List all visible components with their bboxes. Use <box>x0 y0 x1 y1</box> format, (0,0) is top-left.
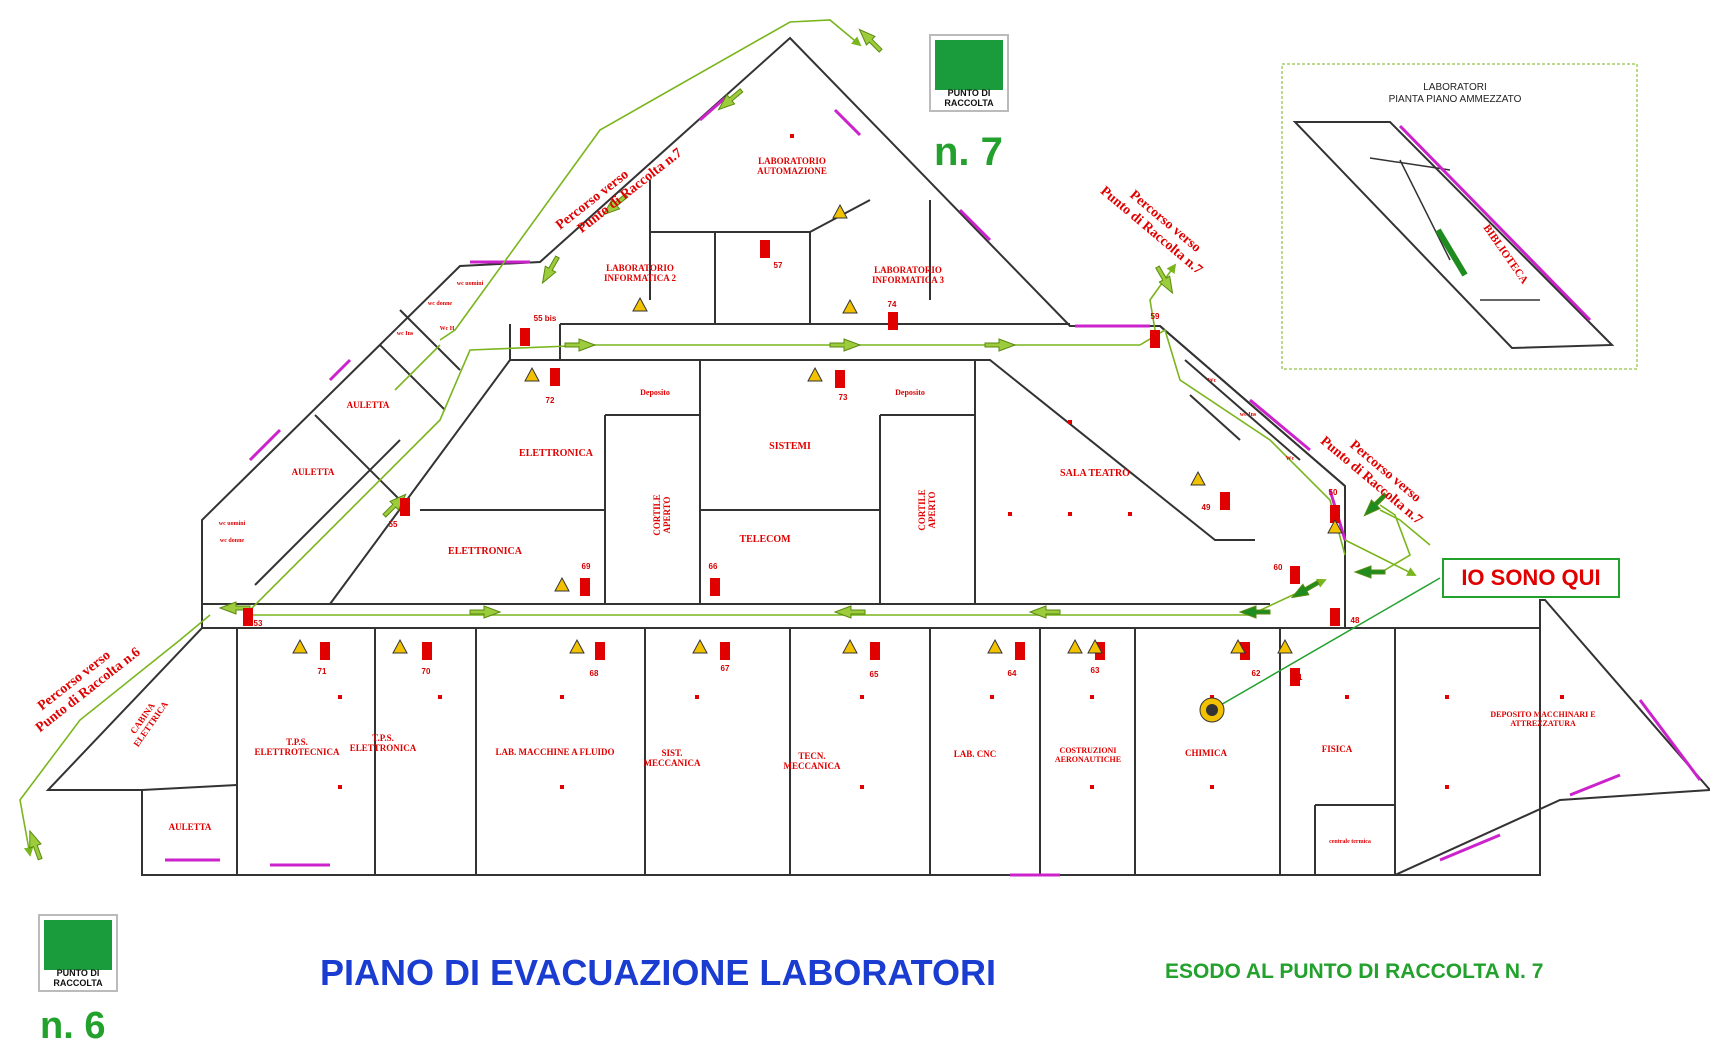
extinguisher-icons <box>243 240 1340 686</box>
extinguisher-number: 68 <box>590 669 599 678</box>
assembly-caption: PUNTO DI RACCOLTA <box>944 88 994 108</box>
room-label: centrale termica <box>1329 839 1371 845</box>
inset-subtitle: PIANTA PIANO AMMEZZATO <box>1389 94 1522 105</box>
extinguisher-number: 49 <box>1202 503 1211 512</box>
extinguisher-number: 55 <box>389 520 398 529</box>
extinguisher-number: 73 <box>839 393 848 402</box>
room-label: wc donne <box>220 538 245 544</box>
assembly-people-icon <box>935 40 1003 90</box>
room-label: CORTILEAPERTO <box>652 494 672 535</box>
extinguisher-number: 72 <box>546 396 555 405</box>
assembly-point-number: n. 6 <box>40 1005 106 1047</box>
extinguisher-number: 74 <box>888 300 897 309</box>
room-label: CORTILEAPERTO <box>917 489 937 530</box>
room-label: AULETTA <box>347 400 390 410</box>
extinguisher-numbers: 55 bis 57 74 59 72 73 55 69 66 49 60 53 … <box>254 261 1360 682</box>
extinguisher-number: 69 <box>582 562 591 571</box>
evacuation-route <box>19 19 1431 857</box>
extinguisher-number: 62 <box>1252 669 1261 678</box>
room-label: LAB. MACCHINE A FLUIDO <box>495 747 614 757</box>
assembly-caption: PUNTO DI RACCOLTA <box>53 968 103 988</box>
extinguisher-number: 67 <box>721 664 730 673</box>
extinguisher-number: 60 <box>1274 563 1283 572</box>
extinguisher-number: 59 <box>1151 312 1160 321</box>
room-label: SIST.MECCANICA <box>644 748 701 768</box>
room-label: SISTEMI <box>769 441 811 452</box>
assembly-point-sign-n7: PUNTO DI RACCOLTA <box>929 34 1009 112</box>
room-label: wc uomini <box>219 521 246 527</box>
room-label: Deposito <box>640 388 670 397</box>
extinguisher-number: 66 <box>709 562 718 571</box>
extinguisher-number: 57 <box>774 261 783 270</box>
mezzanine-inset: LABORATORI PIANTA PIANO AMMEZZATO BIBLIO… <box>1281 63 1638 370</box>
room-label: wc Ins <box>1240 412 1257 418</box>
building-walls <box>45 36 1710 876</box>
room-label: wc Ins <box>397 331 414 337</box>
room-label: TELECOM <box>739 534 791 545</box>
assembly-point-number: n. 7 <box>934 130 1003 174</box>
route-label-n7-north: Percorso versoPunto di Raccolta n.7 <box>1097 172 1215 278</box>
extinguisher-number: 50 <box>1329 488 1338 497</box>
room-label: CABINAELETTRICA <box>123 693 170 748</box>
extinguisher-number: 65 <box>870 670 879 679</box>
you-are-here-marker <box>1199 577 1441 723</box>
room-markers <box>338 134 1564 789</box>
room-label: T.P.S.ELETTRONICA <box>350 733 417 753</box>
windows <box>165 96 1702 877</box>
assembly-point-sign-n6: PUNTO DI RACCOLTA <box>38 914 118 992</box>
room-label: Wc <box>1208 378 1217 384</box>
page-subtitle: ESODO AL PUNTO DI RACCOLTA N. 7 <box>1165 960 1544 983</box>
room-label: wc donne <box>428 301 453 307</box>
room-label: AULETTA <box>292 467 335 477</box>
room-label: T.P.S.ELETTROTECNICA <box>254 737 340 757</box>
assembly-people-icon <box>44 920 112 970</box>
extinguisher-number: 48 <box>1351 616 1360 625</box>
room-label: Deposito <box>895 388 925 397</box>
room-label: wc uomini <box>457 281 484 287</box>
room-label: Wc <box>1286 456 1295 462</box>
hazard-sign-icons <box>292 203 1343 654</box>
room-label: FISICA <box>1322 744 1353 754</box>
extinguisher-number: 55 bis <box>534 314 557 323</box>
extinguisher-number: 70 <box>422 667 431 676</box>
room-label: TECN.MECCANICA <box>784 751 841 771</box>
room-label: ELETTRONICA <box>448 546 523 557</box>
you-are-here-label: IO SONO QUI <box>1442 558 1620 598</box>
extinguisher-number: 63 <box>1091 666 1100 675</box>
route-arrows <box>29 28 1388 861</box>
page-title: PIANO DI EVACUAZIONE LABORATORI <box>320 952 997 993</box>
room-label: Wc H <box>440 326 455 332</box>
inset-title: LABORATORI <box>1423 82 1487 93</box>
extinguisher-number: 53 <box>254 619 263 628</box>
room-label: CHIMICA <box>1185 748 1227 758</box>
extinguisher-number: 64 <box>1008 669 1017 678</box>
room-label: AULETTA <box>169 822 212 832</box>
room-label: SALA TEATRO <box>1060 468 1130 479</box>
extinguisher-number: 71 <box>318 667 327 676</box>
room-label: LAB. CNC <box>954 749 997 759</box>
extinguisher-number: 61 <box>1294 673 1303 682</box>
room-label: ELETTRONICA <box>519 448 594 459</box>
